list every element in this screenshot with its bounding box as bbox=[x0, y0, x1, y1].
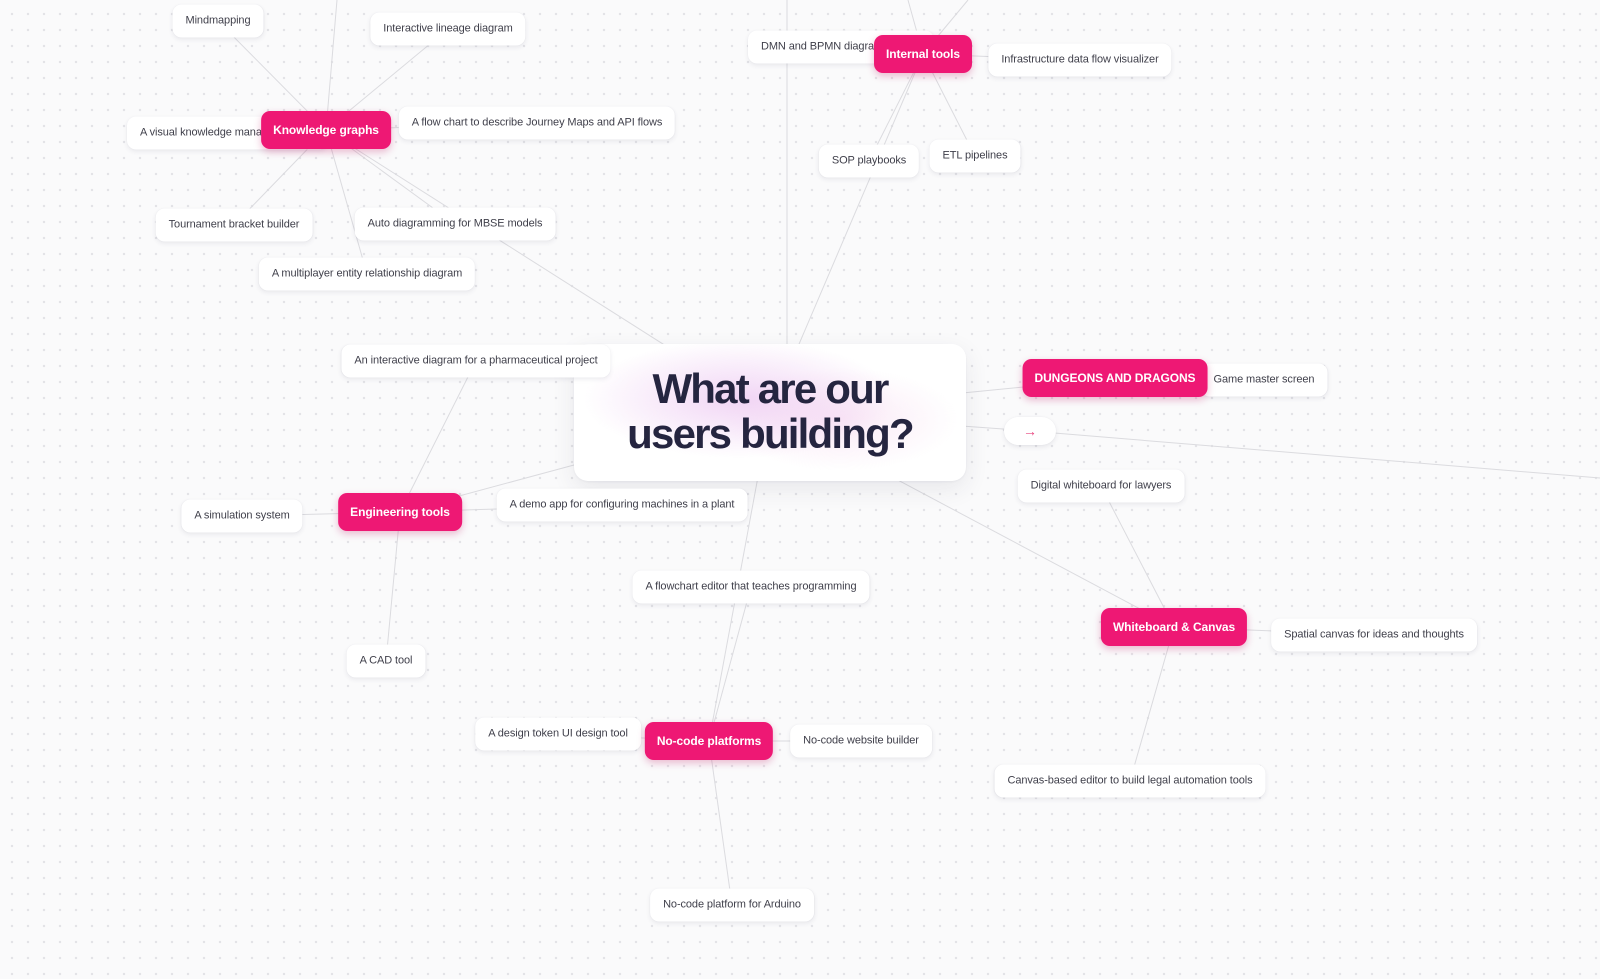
lawyers-whiteboard-node[interactable]: Digital whiteboard for lawyers bbox=[1017, 469, 1185, 503]
legal-automation-node[interactable]: Canvas-based editor to build legal autom… bbox=[994, 764, 1266, 798]
expand-branch-pill[interactable]: → bbox=[1004, 417, 1056, 445]
game-master-node[interactable]: Game master screen bbox=[1200, 363, 1328, 397]
knowledge-graphs-node[interactable]: Knowledge graphs bbox=[261, 111, 391, 149]
sop-playbooks-node[interactable]: SOP playbooks bbox=[818, 144, 920, 178]
mbse-models-node[interactable]: Auto diagramming for MBSE models bbox=[354, 207, 556, 241]
interactive-lineage-node[interactable]: Interactive lineage diagram bbox=[370, 12, 526, 46]
infra-visualizer-node[interactable]: Infrastructure data flow visualizer bbox=[988, 43, 1172, 77]
journey-maps-node[interactable]: A flow chart to describe Journey Maps an… bbox=[398, 106, 676, 140]
simulation-system-node[interactable]: A simulation system bbox=[181, 499, 303, 533]
arrow-right-icon: → bbox=[1023, 423, 1037, 439]
website-builder-node[interactable]: No-code website builder bbox=[790, 724, 932, 758]
engineering-tools-node[interactable]: Engineering tools bbox=[338, 493, 462, 531]
glow-highlight bbox=[574, 343, 966, 481]
cad-tool-node[interactable]: A CAD tool bbox=[346, 644, 426, 678]
demo-app-node[interactable]: A demo app for configuring machines in a… bbox=[496, 488, 748, 522]
arduino-platform-node[interactable]: No-code platform for Arduino bbox=[650, 888, 814, 922]
multiplayer-erd-node[interactable]: A multiplayer entity relationship diagra… bbox=[258, 257, 476, 291]
internal-tools-node[interactable]: Internal tools bbox=[874, 35, 972, 73]
tournament-bracket-node[interactable]: Tournament bracket builder bbox=[155, 208, 313, 242]
dungeons-dragons-node[interactable]: DUNGEONS AND DRAGONS bbox=[1022, 359, 1208, 397]
spatial-canvas-node[interactable]: Spatial canvas for ideas and thoughts bbox=[1271, 618, 1477, 652]
nocode-platforms-node[interactable]: No-code platforms bbox=[644, 722, 774, 760]
whiteboard-canvas-node[interactable]: Whiteboard & Canvas bbox=[1100, 608, 1248, 646]
mindmapping-node[interactable]: Mindmapping bbox=[172, 4, 264, 38]
pharma-project-node[interactable]: An interactive diagram for a pharmaceuti… bbox=[341, 344, 611, 378]
flowchart-editor-node[interactable]: A flowchart editor that teaches programm… bbox=[632, 570, 870, 604]
etl-pipelines-node[interactable]: ETL pipelines bbox=[929, 139, 1021, 173]
design-token-node[interactable]: A design token UI design tool bbox=[475, 717, 641, 751]
